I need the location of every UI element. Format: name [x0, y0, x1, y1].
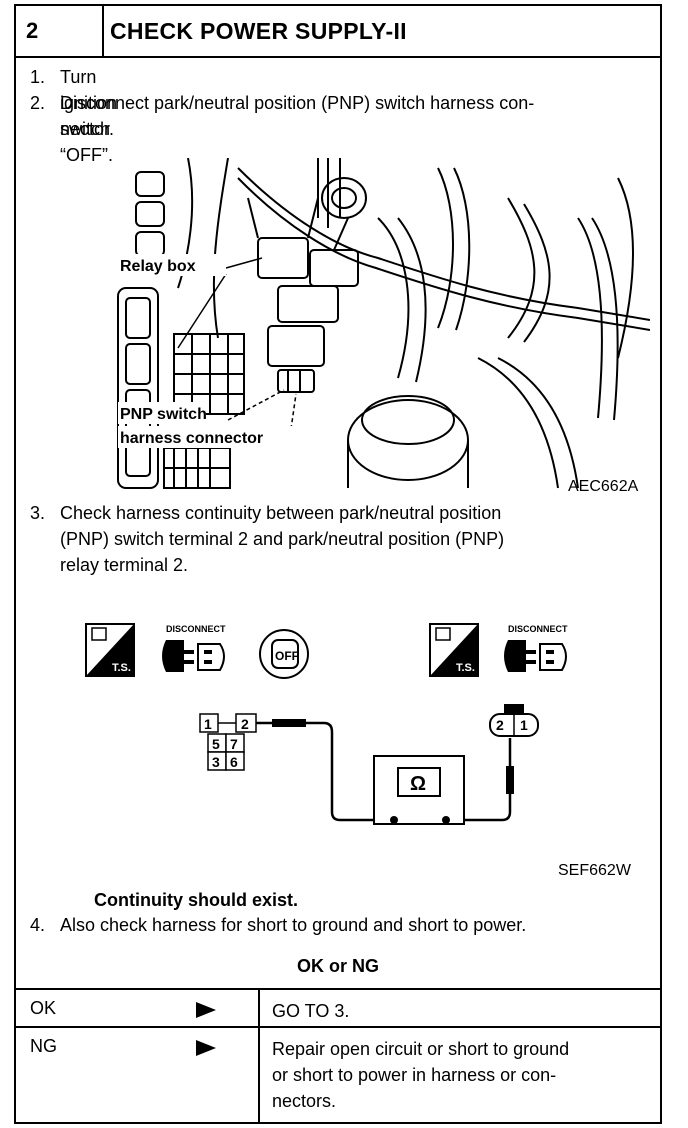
step-text-line-1: Disconnect park/neutral position (PNP) s… [60, 93, 535, 113]
pnp-relay-connector: 2 1 [489, 704, 539, 737]
terminal-label: 1 [204, 716, 212, 732]
figure-code: AEC662A [568, 478, 639, 495]
disconnect-label: DISCONNECT [166, 624, 226, 634]
test-symbol-icon: T.S. [429, 623, 479, 677]
step-text: Also check harness for short to ground a… [60, 915, 527, 935]
decision-table: OK GO TO 3. NG Repair open circuit or sh… [16, 988, 660, 1122]
ts-label: T.S. [456, 662, 475, 674]
disconnect-icon: DISCONNECT [504, 624, 568, 672]
procedure-title: CHECK POWER SUPPLY-II [110, 18, 407, 44]
column-divider [258, 990, 260, 1026]
ignition-off-icon: OFF [259, 629, 309, 679]
step-text-line-2: (PNP) switch terminal 2 and park/neutral… [60, 529, 505, 549]
figure-code: SEF662W [558, 862, 631, 879]
action-text: GO TO 3. [272, 1001, 350, 1021]
step-text: Turn ignition switch “OFF”. [60, 67, 118, 165]
procedure-frame: 2 CHECK POWER SUPPLY-II 1. Turn ignition… [14, 4, 662, 1124]
decision-row-ng: NG Repair open circuit or short to groun… [16, 1028, 660, 1122]
terminal-label: 1 [520, 717, 528, 733]
terminal-label: 7 [230, 736, 238, 752]
step-index: 2. [30, 93, 46, 113]
step-index: 1. [30, 67, 46, 87]
action-text-line-1: Repair open circuit or short to ground [272, 1039, 570, 1059]
instruction-step-3: 3. Check harness continuity between park… [30, 500, 650, 580]
step-index: 4. [30, 915, 46, 935]
terminal-label: 2 [241, 716, 249, 732]
engine-bay-illustration: Relay box PNP switch harness connector [117, 158, 650, 489]
step-text-line-1: Check harness continuity between park/ne… [60, 503, 502, 523]
step-number: 2 [16, 6, 104, 56]
step-index: 3. [30, 503, 46, 523]
pnp-switch-label-line-1: PNP switch [120, 406, 207, 423]
arrow-right-icon [196, 1040, 216, 1056]
relay-box-label: Relay box [120, 258, 196, 275]
terminal-label: 6 [230, 754, 238, 770]
result-label: NG [30, 1036, 57, 1056]
ts-label: T.S. [112, 662, 131, 674]
decision-heading: OK or NG [296, 956, 379, 976]
result-note: Continuity should exist. [94, 890, 299, 910]
terminal-label: 5 [212, 736, 220, 752]
meter-leads [256, 719, 514, 822]
instruction-step-2: 2. Disconnect park/neutral position (PNP… [30, 90, 650, 146]
decision-row-ok: OK GO TO 3. [16, 990, 660, 1028]
test-symbol-icon: T.S. [85, 623, 135, 677]
step-text-line-2: nector. [60, 119, 115, 139]
result-label: OK [30, 998, 57, 1018]
pnp-switch-connector: 1 2 5 7 3 6 [199, 713, 257, 771]
action-text: Repair open circuit or short to ground o… [272, 1036, 652, 1114]
action-text-line-2: or short to power in harness or con- [272, 1065, 557, 1085]
arrow-right-icon [196, 1002, 216, 1018]
action-text-line-3: nectors. [272, 1091, 337, 1111]
off-label: OFF [275, 649, 299, 663]
disconnect-label: DISCONNECT [508, 624, 568, 634]
disconnect-icon: DISCONNECT [162, 624, 226, 672]
terminal-label: 2 [496, 717, 504, 733]
continuity-check-diagram: T.S. DISCONNECT OFF T.S. DISCONNECT [85, 623, 568, 825]
ohm-symbol: Ω [410, 773, 426, 795]
column-divider [258, 1028, 260, 1122]
ohmmeter: Ω [373, 755, 465, 825]
pnp-switch-label-line-2: harness connector [120, 430, 263, 447]
procedure-header: 2 CHECK POWER SUPPLY-II [16, 6, 660, 58]
step-text-line-3: relay terminal 2. [60, 555, 189, 575]
terminal-label: 3 [212, 754, 220, 770]
